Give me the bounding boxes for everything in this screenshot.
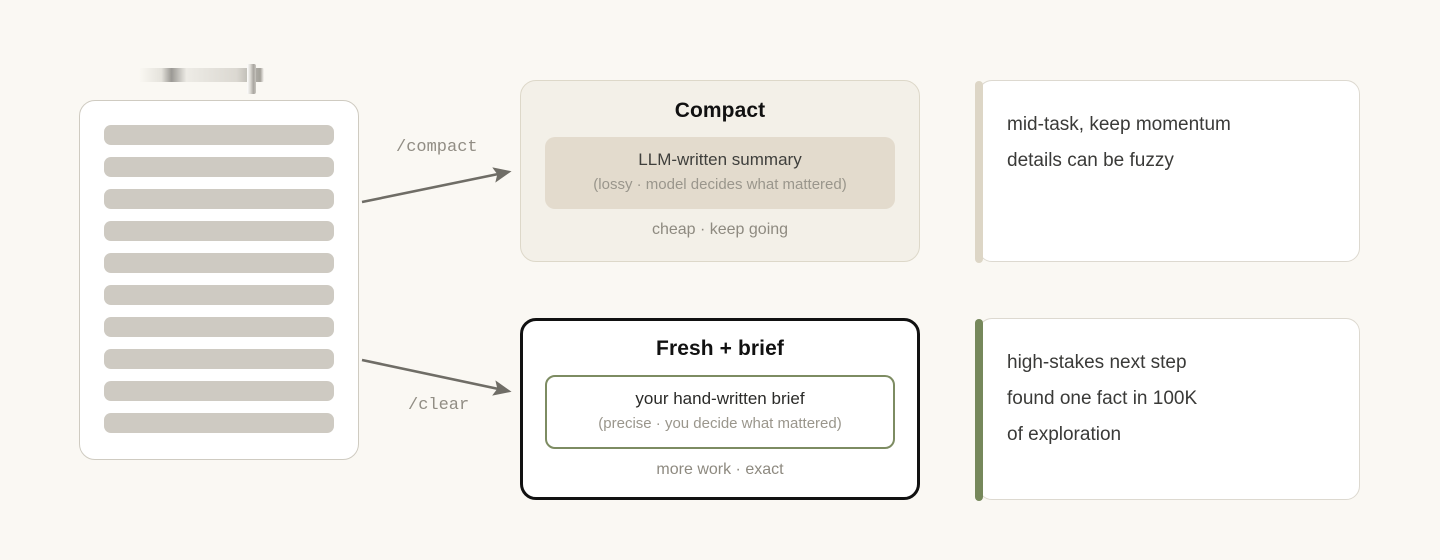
document-text-line — [104, 253, 334, 273]
compact-summary-sub: (lossy · model decides what mattered) — [593, 175, 847, 193]
document-text-line — [104, 189, 334, 209]
note-line: mid-task, keep momentum — [1007, 114, 1231, 135]
document-text-line — [104, 157, 334, 177]
document-text-line — [104, 349, 334, 369]
arrow-compact — [361, 167, 512, 204]
document-text-line — [104, 221, 334, 241]
document-card — [79, 100, 359, 460]
document-text-line — [104, 125, 334, 145]
compact-card: Compact LLM-written summary (lossy · mod… — [520, 80, 920, 262]
fresh-brief-card-footer: more work · exact — [656, 460, 784, 478]
source-document — [79, 64, 361, 460]
note-line: high-stakes next step — [1007, 352, 1187, 373]
note-card-fresh: high-stakes next step found one fact in … — [975, 318, 1360, 501]
compact-card-title: Compact — [674, 99, 766, 122]
arrow-clear — [361, 358, 512, 396]
fresh-brief-card: Fresh + brief your hand-written brief (p… — [520, 318, 920, 500]
clipboard-clip-icon — [139, 64, 264, 94]
note-accent-bar — [975, 319, 983, 501]
fresh-brief-sub: (precise · you decide what mattered) — [598, 414, 842, 432]
document-text-line — [104, 381, 334, 401]
arrow-label-compact: /compact — [396, 138, 478, 157]
note-card-compact: mid-task, keep momentum details can be f… — [975, 80, 1360, 263]
fresh-brief-box: your hand-written brief (precise · you d… — [545, 375, 895, 449]
compact-summary-box: LLM-written summary (lossy · model decid… — [545, 137, 895, 209]
arrow-label-clear: /clear — [408, 396, 470, 415]
document-text-line — [104, 285, 334, 305]
document-text-line — [104, 317, 334, 337]
compact-card-footer: cheap · keep going — [651, 220, 789, 238]
fresh-brief-card-title: Fresh + brief — [656, 337, 784, 360]
note-line: of exploration — [1007, 424, 1122, 445]
document-text-line — [104, 413, 334, 433]
clipboard-clip-tab-icon — [247, 64, 256, 94]
compact-summary-main: LLM-written summary — [638, 150, 802, 169]
note-line: found one fact in 100K — [1007, 388, 1198, 409]
note-accent-bar — [975, 81, 983, 263]
note-line: details can be fuzzy — [1007, 150, 1174, 171]
fresh-brief-main: your hand-written brief — [635, 389, 805, 408]
